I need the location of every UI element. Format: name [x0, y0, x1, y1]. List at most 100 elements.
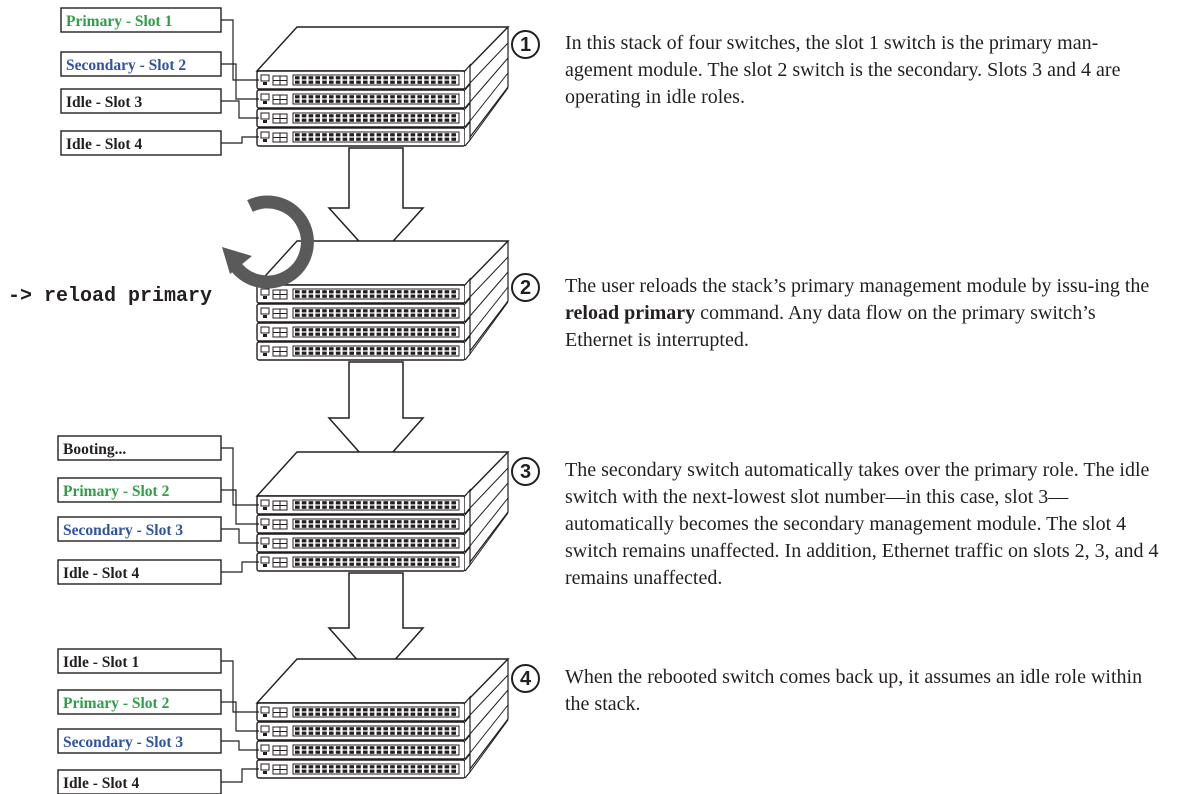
ethernet-port-icon	[335, 731, 341, 735]
ethernet-port-icon	[363, 712, 368, 716]
ethernet-port-icon	[301, 520, 307, 524]
ethernet-port-icon	[376, 99, 382, 103]
ethernet-port-icon	[308, 708, 314, 712]
ethernet-port-icon	[369, 750, 375, 754]
ethernet-port-icon	[363, 332, 368, 336]
ethernet-port-icon	[437, 731, 443, 735]
ethernet-port-icon	[363, 539, 368, 543]
ethernet-port-icon	[363, 765, 368, 769]
ethernet-port-icon	[424, 524, 429, 528]
ethernet-port-icon	[417, 347, 422, 351]
reload-icon-arrowhead	[222, 247, 252, 274]
ethernet-port-icon	[335, 137, 341, 141]
ethernet-port-icon	[356, 133, 361, 137]
role-label-box: Primary - Slot 2	[57, 689, 259, 732]
ethernet-port-icon	[397, 750, 402, 754]
ethernet-port-icon	[444, 712, 450, 716]
ethernet-port-icon	[335, 133, 341, 137]
ethernet-port-icon	[451, 505, 456, 509]
ethernet-port-icon	[349, 347, 354, 351]
ethernet-port-icon	[315, 765, 320, 769]
ethernet-port-icon	[417, 351, 422, 355]
ethernet-port-icon	[376, 769, 382, 773]
role-label-text: Idle - Slot 4	[66, 136, 142, 153]
ethernet-port-icon	[356, 731, 361, 735]
ethernet-port-icon	[301, 750, 307, 754]
stack-back-edge	[469, 241, 509, 352]
ethernet-port-icon	[322, 80, 327, 84]
role-label-leader-line	[221, 19, 259, 81]
ethernet-port-icon	[301, 294, 307, 298]
console-port-icon	[260, 763, 270, 771]
ethernet-port-icon	[424, 114, 429, 118]
ethernet-port-icon	[383, 543, 388, 547]
ethernet-port-icon	[356, 294, 361, 298]
step-1-text: In this stack of four switches, the slot…	[565, 32, 1121, 108]
ethernet-port-icon	[376, 294, 382, 298]
stack-depth-line	[469, 674, 509, 716]
ethernet-port-icon	[369, 539, 375, 543]
ethernet-port-icon	[417, 539, 422, 543]
ethernet-port-icon	[322, 731, 327, 735]
ethernet-port-icon	[356, 543, 361, 547]
ethernet-port-icon	[424, 294, 429, 298]
role-label-box: Idle - Slot 4	[60, 130, 259, 156]
stack-depth-line	[469, 72, 509, 122]
ethernet-port-icon	[437, 133, 443, 137]
ethernet-port-icon	[335, 708, 341, 712]
ethernet-port-icon	[349, 328, 354, 332]
ethernet-port-icon	[369, 727, 375, 731]
ethernet-port-icon	[431, 750, 436, 754]
ethernet-port-icon	[410, 118, 416, 122]
ethernet-port-icon	[403, 558, 409, 562]
console-port-icon	[260, 74, 270, 82]
ethernet-port-icon	[308, 727, 314, 731]
ethernet-port-icon	[403, 313, 409, 317]
ethernet-port-icon	[363, 76, 368, 80]
ethernet-port-icon	[295, 505, 300, 509]
ethernet-port-bank	[292, 93, 460, 105]
ethernet-port-icon	[390, 524, 395, 528]
ethernet-port-icon	[349, 727, 354, 731]
ethernet-port-icon	[308, 133, 314, 137]
ethernet-port-icon	[431, 99, 436, 103]
ethernet-port-icon	[437, 114, 443, 118]
ethernet-port-icon	[335, 765, 341, 769]
ethernet-port-icon	[383, 562, 388, 566]
ethernet-port-icon	[322, 114, 327, 118]
ethernet-port-icon	[403, 294, 409, 298]
ethernet-port-icon	[363, 558, 368, 562]
ethernet-port-icon	[315, 313, 320, 317]
ethernet-port-icon	[403, 727, 409, 731]
ethernet-port-icon	[301, 727, 307, 731]
ethernet-port-icon	[308, 765, 314, 769]
ethernet-port-icon	[390, 114, 395, 118]
ethernet-port-icon	[349, 290, 354, 294]
ethernet-port-icon	[363, 731, 368, 735]
ethernet-port-icon	[335, 294, 341, 298]
ethernet-port-icon	[335, 501, 341, 505]
ethernet-port-icon	[417, 731, 422, 735]
ethernet-port-icon	[390, 562, 395, 566]
ethernet-port-icon	[322, 118, 327, 122]
stack-depth-line	[469, 467, 509, 509]
switch-stack-stage-1	[255, 26, 510, 147]
ethernet-port-icon	[424, 290, 429, 294]
ethernet-port-icon	[308, 558, 314, 562]
ethernet-port-icon	[383, 539, 388, 543]
ethernet-port-icon	[295, 539, 300, 543]
ethernet-port-icon	[376, 712, 382, 716]
role-label-leader-line	[221, 489, 259, 525]
ethernet-port-icon	[363, 99, 368, 103]
ethernet-port-icon	[437, 95, 443, 99]
ethernet-port-icon	[451, 118, 456, 122]
ethernet-port-icon	[363, 290, 368, 294]
ethernet-port-icon	[390, 118, 395, 122]
ethernet-port-icon	[390, 731, 395, 735]
ethernet-port-icon	[356, 137, 361, 141]
ethernet-port-icon	[437, 558, 443, 562]
ethernet-port-icon	[437, 520, 443, 524]
ethernet-port-icon	[397, 558, 402, 562]
stack-depth-line	[469, 482, 509, 528]
ethernet-port-icon	[301, 505, 307, 509]
